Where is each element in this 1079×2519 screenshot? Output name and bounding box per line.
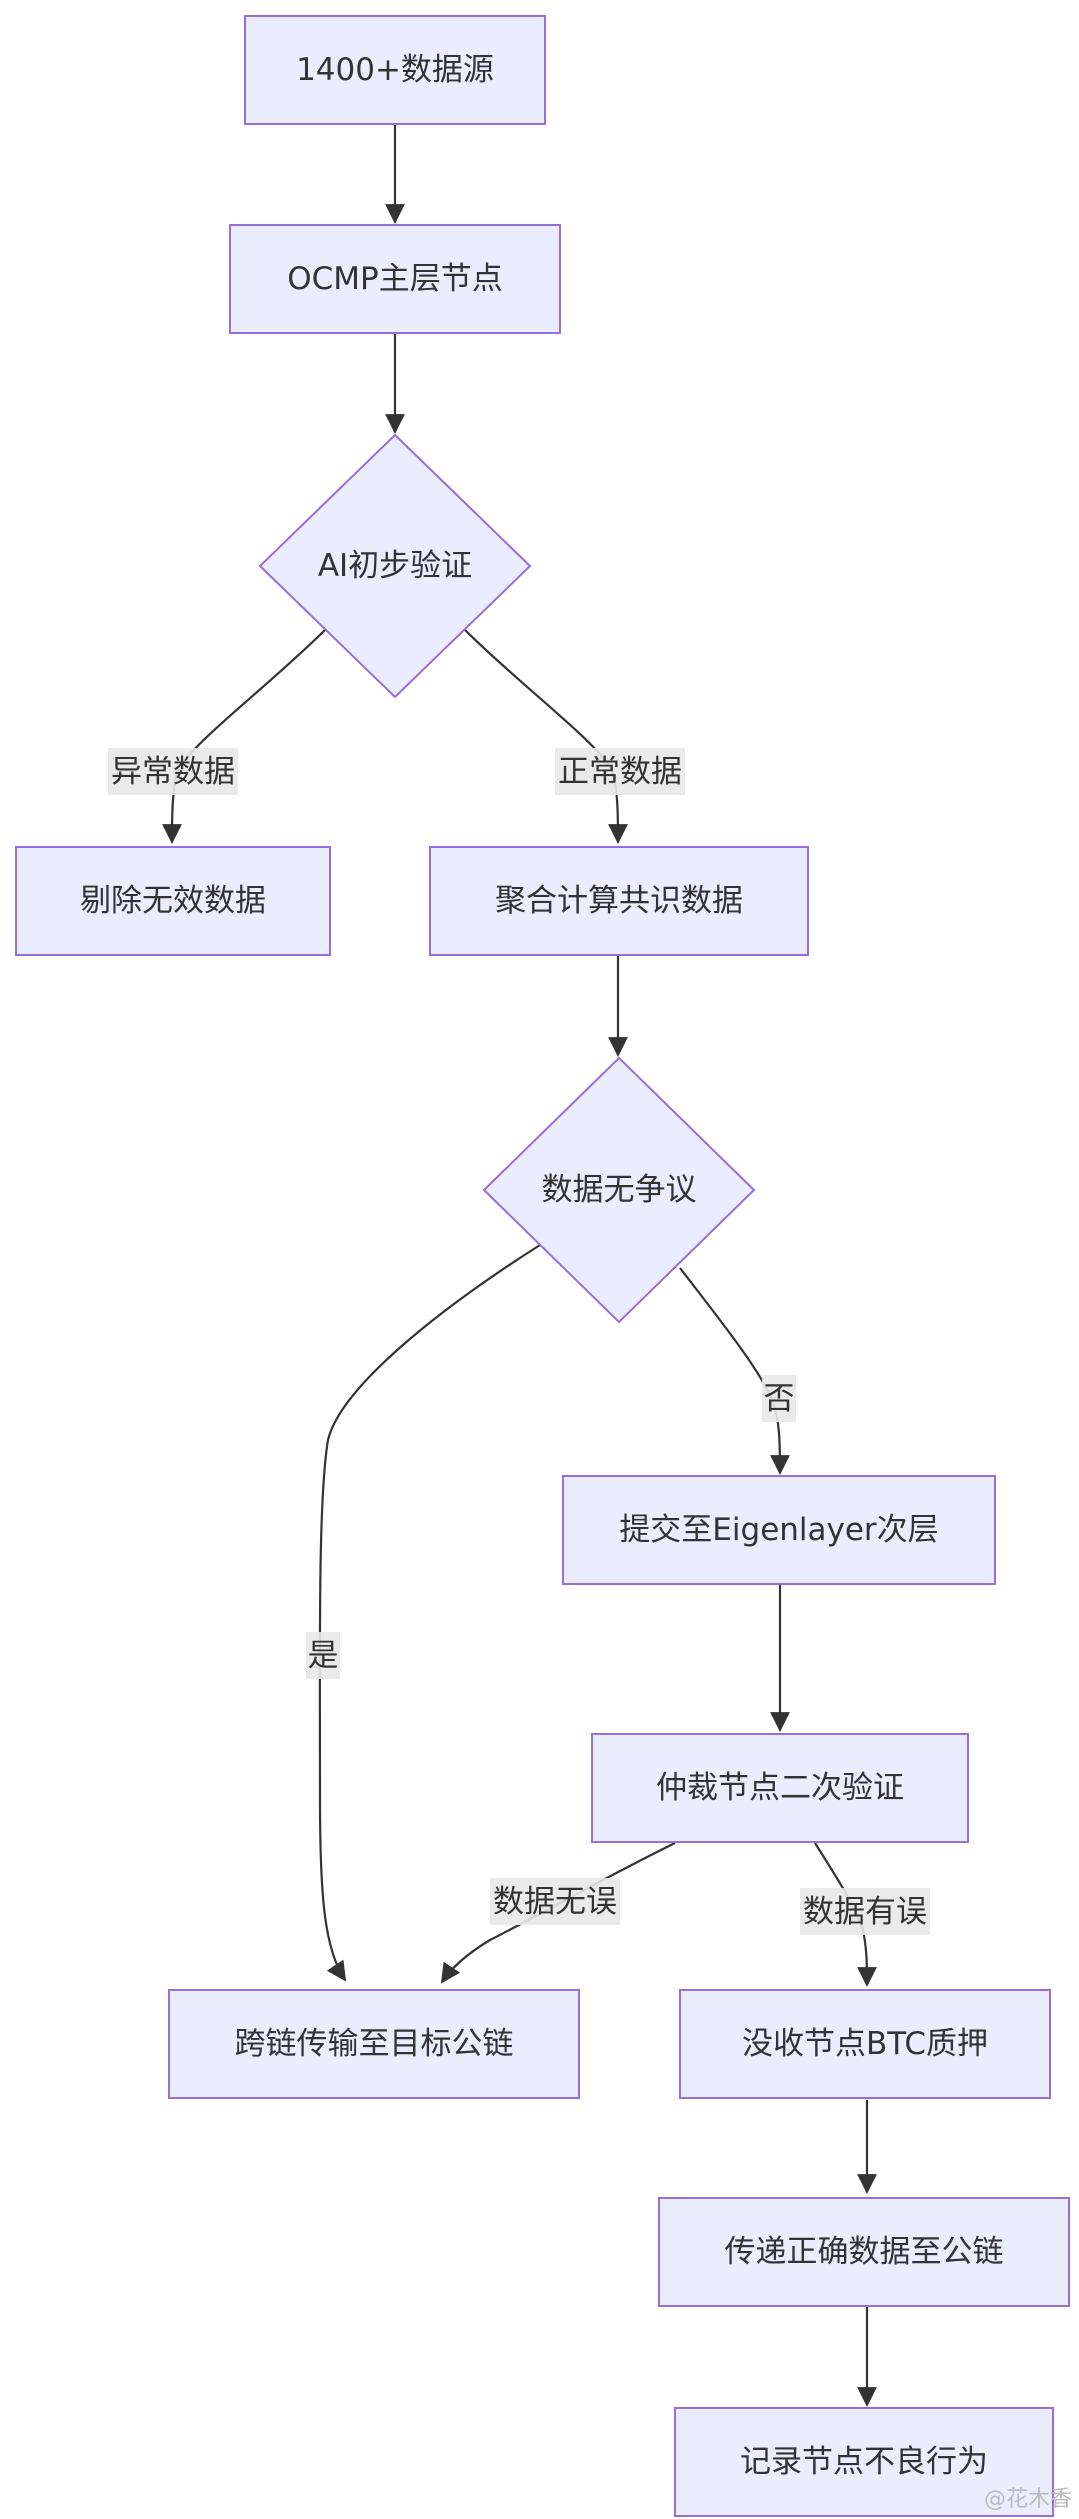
edge-dispute-submit	[679, 1267, 790, 1475]
node-deliver: 传递正确数据至公链	[658, 2197, 1070, 2307]
node-record: 记录节点不良行为	[674, 2407, 1054, 2517]
node-sources: 1400+数据源	[244, 15, 546, 125]
svg-text:仲裁节点二次验证: 仲裁节点二次验证	[656, 1770, 904, 1806]
nodes: 1400+数据源 OCMP主层节点 AI初步验证 剔除无效数据 聚合计算共识数据…	[15, 15, 1070, 2517]
svg-text:数据无争议: 数据无争议	[542, 1172, 697, 1208]
svg-text:提交至Eigenlayer次层: 提交至Eigenlayer次层	[619, 1512, 938, 1548]
node-arbitrate: 仲裁节点二次验证	[591, 1733, 969, 1843]
svg-text:剔除无效数据: 剔除无效数据	[80, 883, 266, 919]
edge-labels: 异常数据 正常数据 是 否 数据无误 数据有误	[108, 748, 930, 1935]
node-cross-chain: 跨链传输至目标公链	[168, 1989, 580, 2099]
svg-text:传递正确数据至公链: 传递正确数据至公链	[725, 2234, 1004, 2270]
edge-dispute-crosschain	[318, 1244, 541, 1982]
edge-ai-aggregate	[462, 627, 628, 844]
node-no-dispute: 数据无争议	[482, 1056, 756, 1324]
svg-text:OCMP主层节点: OCMP主层节点	[287, 261, 503, 297]
svg-text:跨链传输至目标公链: 跨链传输至目标公链	[235, 2026, 514, 2062]
node-ai-check: AI初步验证	[258, 433, 532, 699]
edge-label-data-ok: 数据无误	[493, 1884, 617, 1920]
svg-text:聚合计算共识数据: 聚合计算共识数据	[495, 883, 743, 919]
svg-text:1400+数据源: 1400+数据源	[296, 52, 494, 88]
svg-text:记录节点不良行为: 记录节点不良行为	[740, 2444, 988, 2480]
svg-text:没收节点BTC质押: 没收节点BTC质押	[742, 2026, 988, 2062]
edge-ai-discard	[162, 627, 328, 844]
edge-label-data-err: 数据有误	[803, 1894, 927, 1930]
watermark: @花木香	[984, 2487, 1072, 2512]
edge-label-no: 否	[764, 1381, 795, 1417]
edges	[162, 124, 877, 2407]
node-ocmp: OCMP主层节点	[229, 224, 561, 334]
edge-arbitrate-crosschain	[440, 1842, 676, 1984]
edge-label-normal: 正常数据	[558, 754, 682, 790]
edge-label-yes: 是	[308, 1638, 339, 1674]
svg-text:AI初步验证: AI初步验证	[318, 548, 472, 584]
node-aggregate: 聚合计算共识数据	[429, 846, 809, 956]
edge-label-abnormal: 异常数据	[111, 754, 235, 790]
node-discard: 剔除无效数据	[15, 846, 331, 956]
node-slash: 没收节点BTC质押	[679, 1989, 1051, 2099]
node-submit: 提交至Eigenlayer次层	[562, 1475, 996, 1585]
